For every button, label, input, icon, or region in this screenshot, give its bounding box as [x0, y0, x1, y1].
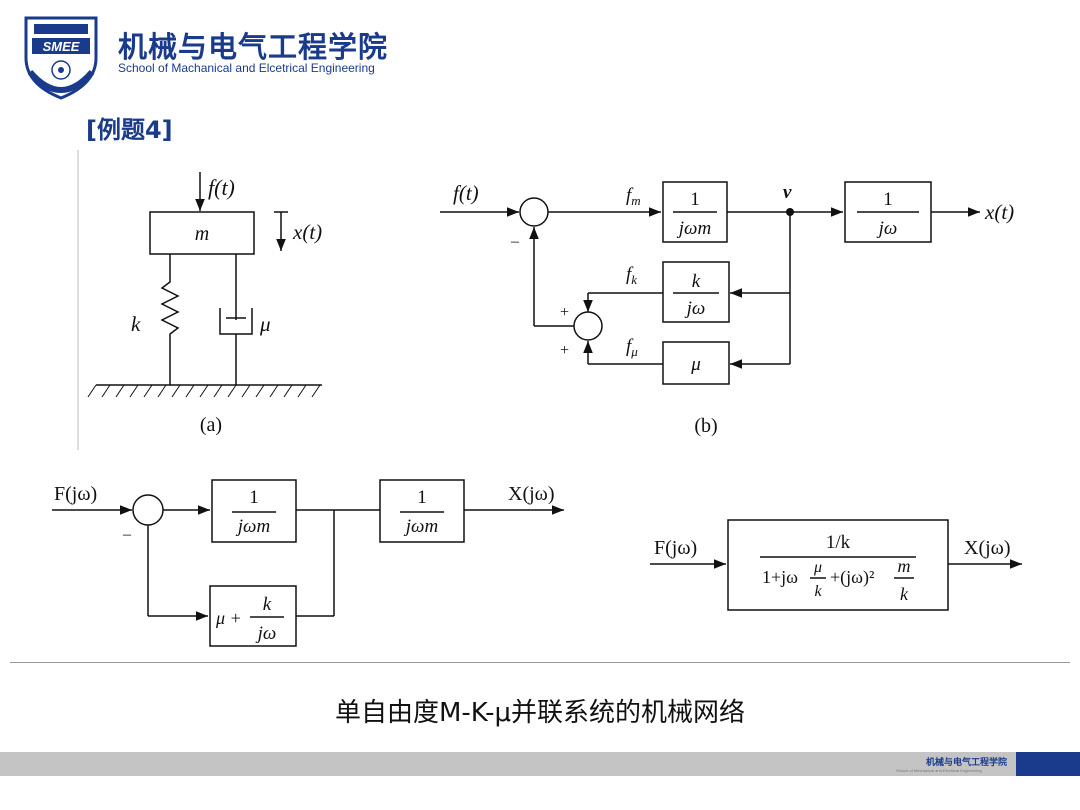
logo-text: SMEE [43, 39, 80, 54]
d-den-part2: +(jω)² [830, 567, 874, 588]
c-block3-prefix: μ + [215, 608, 242, 628]
d-output-label: X(jω) [964, 537, 1010, 559]
d-den-k2: k [900, 584, 909, 604]
c-block2-numerator: 1 [417, 487, 427, 508]
displacement-label: x(t) [292, 220, 322, 244]
node-v-label: v [783, 182, 792, 203]
d-den-part1: 1+jω [762, 567, 798, 587]
d-den-k1: k [814, 583, 822, 600]
block3-denominator: jω [684, 298, 706, 319]
d-den-mu: μ [813, 559, 822, 576]
figure-caption: 单自由度M-K-μ并联系统的机械网络 [334, 698, 746, 728]
spring-label: k [131, 312, 141, 336]
d-den-m: m [898, 556, 911, 576]
block3-numerator: k [692, 271, 701, 292]
mechanical-network-figure: f(t) m x(t) k μ (a) f(t) fm 1 jωm v 1 jω… [52, 150, 1022, 647]
caption-a: (a) [200, 414, 222, 436]
block1-numerator: 1 [690, 189, 700, 210]
caption-b: (b) [694, 415, 717, 437]
footer-school-name: 机械与电气工程学院 [926, 758, 1008, 768]
block4-label: μ [690, 354, 701, 375]
school-name-en: School of Machanical and Elcetrical Engi… [118, 61, 375, 75]
c-block1-numerator: 1 [249, 487, 259, 508]
fmu-label: fμ [626, 336, 638, 359]
footer-bar [0, 752, 1080, 776]
output-displacement-label: x(t) [984, 200, 1014, 224]
fk-label: fk [626, 264, 637, 287]
footer-school-name-en: School of Mechanical and Electrical Engi… [896, 768, 982, 773]
school-name-cn: 机械与电气工程学院 [118, 30, 389, 64]
plus-sign-bottom: + [560, 342, 569, 359]
c-block2-denominator: jωm [403, 516, 438, 537]
minus-sign-c: – [122, 526, 132, 543]
output-X-label: X(jω) [508, 483, 554, 505]
c-block3-denominator: jω [255, 623, 277, 644]
block2-numerator: 1 [883, 189, 893, 210]
d-numerator: 1/k [826, 532, 851, 553]
footer-accent [1016, 752, 1080, 776]
fm-label: fm [626, 185, 641, 208]
example-label: [例题4] [86, 116, 173, 144]
force-label: f(t) [208, 175, 235, 200]
input-F-label: F(jω) [54, 483, 97, 505]
branch-node [786, 208, 794, 216]
c-block1-denominator: jωm [235, 516, 270, 537]
block1-denominator: jωm [676, 218, 711, 239]
school-logo: SMEE [24, 16, 98, 100]
block2-denominator: jω [876, 218, 898, 239]
mass-label: m [195, 223, 209, 245]
minus-sign-b: – [510, 233, 520, 250]
c-block3-numerator: k [263, 594, 272, 615]
d-input-label: F(jω) [654, 537, 697, 559]
input-force-label: f(t) [453, 181, 479, 205]
plus-sign-top: + [560, 304, 569, 321]
damper-label: μ [259, 312, 271, 336]
separator-line [10, 662, 1070, 663]
